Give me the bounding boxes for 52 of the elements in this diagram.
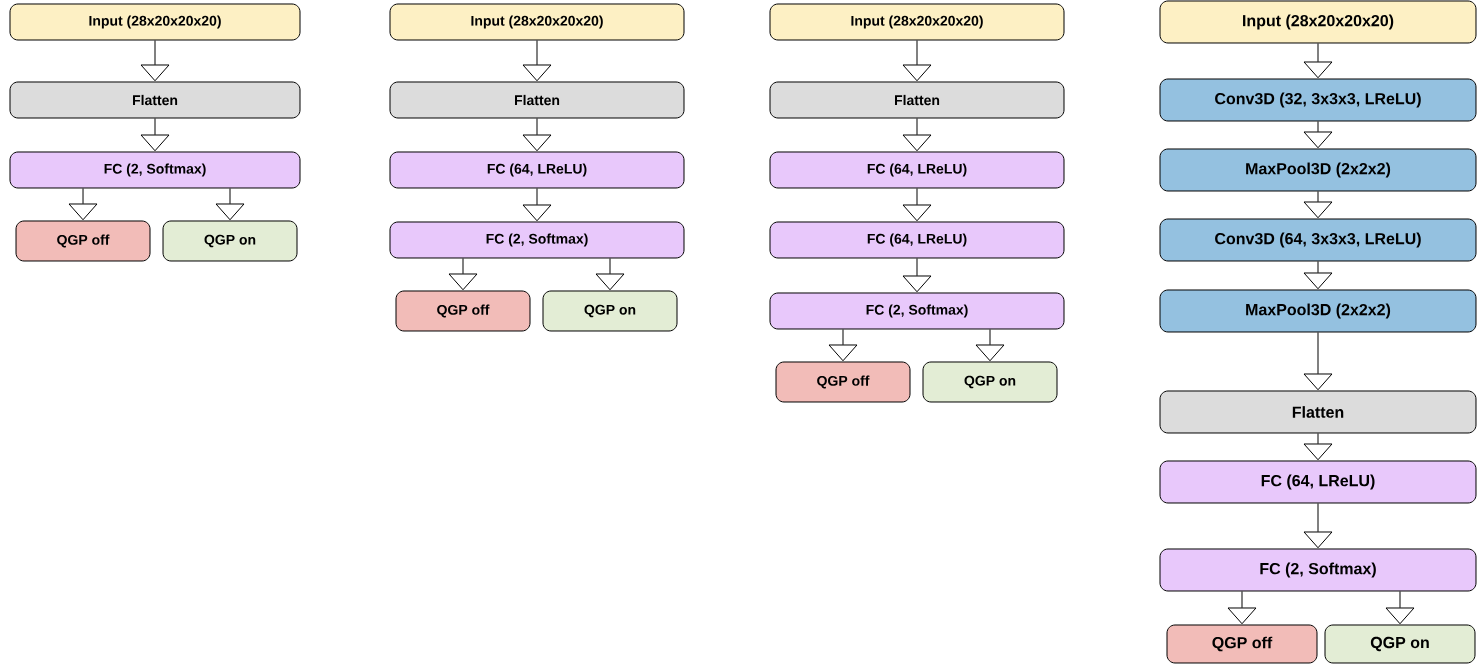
layer-box: Flatten bbox=[9, 81, 301, 119]
layer-box: MaxPool3D (2x2x2) bbox=[1159, 289, 1477, 333]
output-box: QGP on bbox=[542, 290, 678, 332]
arrow bbox=[1303, 433, 1333, 461]
output-box: QGP on bbox=[162, 220, 298, 262]
layer-box: Conv3D (32, 3x3x3, LReLU) bbox=[1159, 78, 1477, 122]
arrow bbox=[522, 118, 552, 152]
layer-box: MaxPool3D (2x2x2) bbox=[1159, 148, 1477, 192]
input-box: Input (28x20x20x20) bbox=[389, 3, 685, 41]
layer-box: Flatten bbox=[389, 81, 685, 119]
layer-box: Flatten bbox=[1159, 390, 1477, 434]
output-box: QGP on bbox=[1324, 624, 1476, 664]
input-box: Input (28x20x20x20) bbox=[769, 3, 1065, 41]
layer-box: Conv3D (64, 3x3x3, LReLU) bbox=[1159, 218, 1477, 262]
layer-box: FC (2, Softmax) bbox=[9, 151, 301, 189]
layer-box: Flatten bbox=[769, 81, 1065, 119]
output-box: QGP off bbox=[15, 220, 151, 262]
arrow bbox=[1303, 43, 1333, 79]
arrow bbox=[902, 258, 932, 293]
arrow bbox=[522, 40, 552, 82]
arrow bbox=[448, 258, 478, 291]
arrow bbox=[1227, 591, 1257, 625]
arrow bbox=[1303, 191, 1333, 219]
arrow bbox=[1303, 121, 1333, 149]
arrow bbox=[902, 118, 932, 152]
arrow bbox=[1385, 591, 1415, 625]
arrow bbox=[140, 40, 170, 82]
arrow bbox=[68, 188, 98, 221]
arrow bbox=[140, 118, 170, 152]
layer-box: FC (64, LReLU) bbox=[1159, 460, 1477, 504]
layer-box: FC (2, Softmax) bbox=[1159, 548, 1477, 592]
layer-box: FC (2, Softmax) bbox=[769, 292, 1065, 330]
arrow bbox=[1303, 332, 1333, 391]
arrow bbox=[595, 258, 625, 291]
output-box: QGP off bbox=[775, 361, 911, 403]
arrow bbox=[902, 40, 932, 82]
arrow bbox=[1303, 503, 1333, 549]
input-box: Input (28x20x20x20) bbox=[1159, 0, 1477, 44]
output-box: QGP off bbox=[395, 290, 531, 332]
layer-box: FC (64, LReLU) bbox=[769, 151, 1065, 189]
arrow bbox=[1303, 261, 1333, 290]
layer-box: FC (64, LReLU) bbox=[389, 151, 685, 189]
arrow bbox=[522, 188, 552, 222]
arrow bbox=[975, 329, 1005, 362]
output-box: QGP off bbox=[1166, 624, 1318, 664]
arrow bbox=[215, 188, 245, 221]
layer-box: FC (64, LReLU) bbox=[769, 221, 1065, 259]
input-box: Input (28x20x20x20) bbox=[9, 3, 301, 41]
arrow bbox=[902, 188, 932, 222]
arrow bbox=[828, 329, 858, 362]
output-box: QGP on bbox=[922, 361, 1058, 403]
layer-box: FC (2, Softmax) bbox=[389, 221, 685, 259]
